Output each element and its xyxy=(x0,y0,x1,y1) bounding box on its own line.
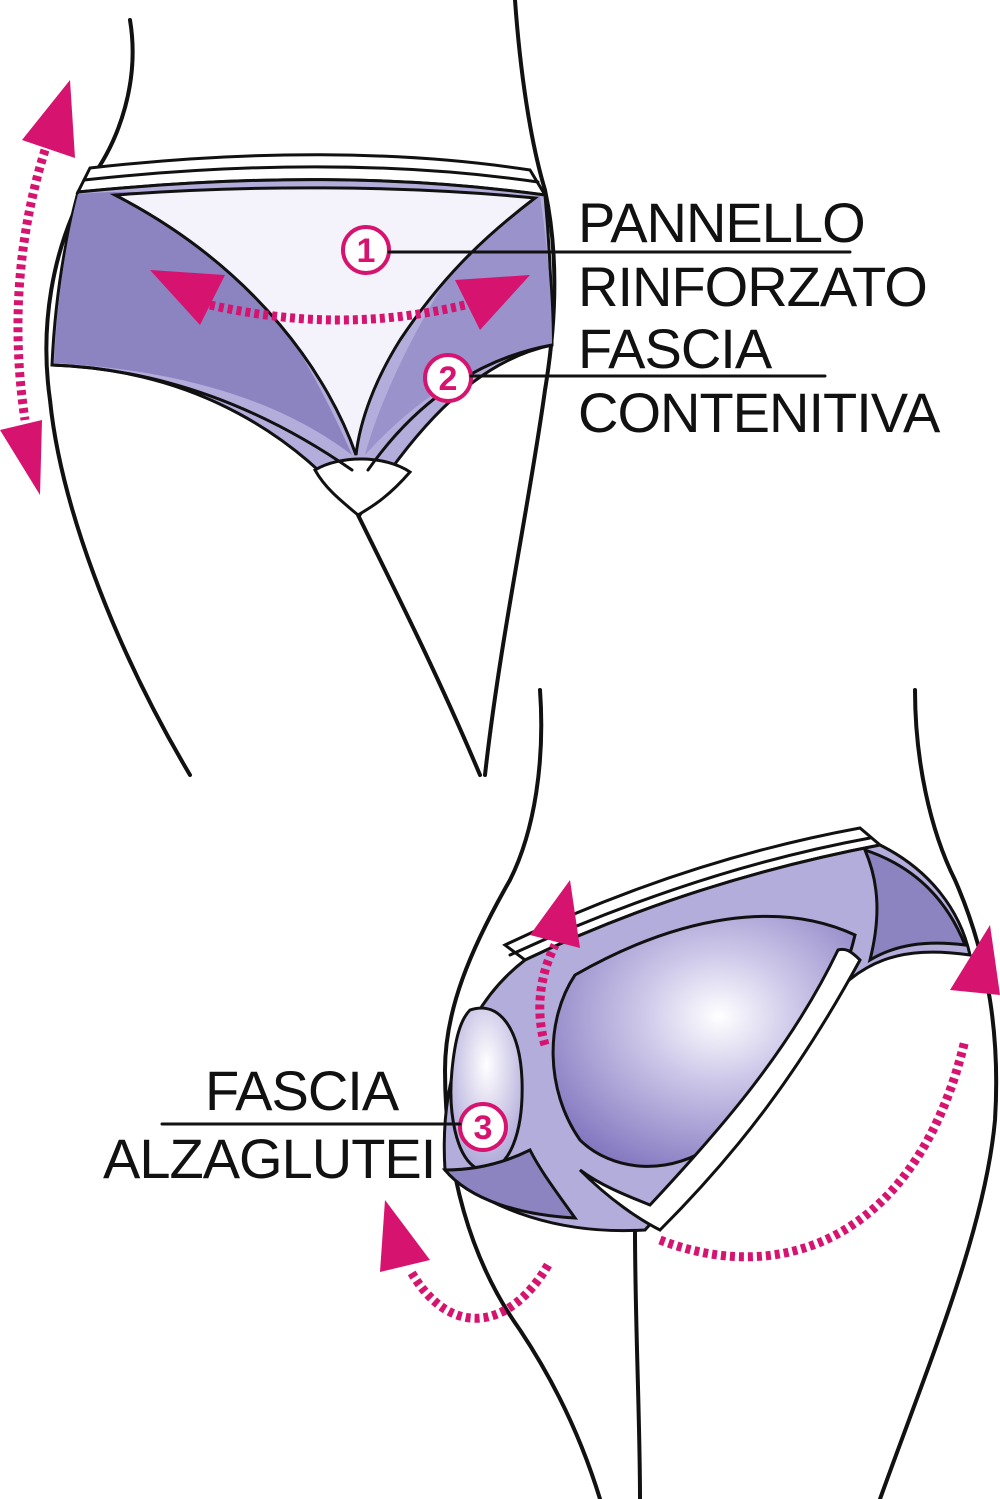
svg-text:1: 1 xyxy=(357,232,376,270)
front-gusset xyxy=(312,457,413,517)
arrow-head-up xyxy=(530,880,580,948)
arrow-head-down xyxy=(0,420,42,495)
front-body-left-outline xyxy=(44,18,192,777)
arrow-head-up xyxy=(380,1200,430,1272)
back-left-lift-arrow xyxy=(530,880,580,1047)
svg-text:3: 3 xyxy=(474,1109,493,1147)
front-side-panel-left xyxy=(54,191,352,456)
back-bottom-lift-arrow xyxy=(380,1200,552,1323)
back-right-panel xyxy=(862,847,968,964)
badge-1: 1 xyxy=(341,225,391,275)
front-waistband-line xyxy=(82,165,540,184)
arrow-head-right xyxy=(455,275,530,330)
front-leg-opening-left xyxy=(50,363,354,472)
svg-text:2: 2 xyxy=(439,360,458,398)
arrow-head-up xyxy=(22,80,75,158)
label-fascia-back: FASCIA xyxy=(205,1059,400,1122)
back-view: 3 FASCIA ALZAGLUTEI xyxy=(103,688,1000,1499)
badge-2: 2 xyxy=(423,353,473,403)
label-pannello: PANNELLO xyxy=(578,191,865,254)
arrow-head-left xyxy=(150,270,225,325)
front-inner-leg-outline xyxy=(356,513,482,777)
back-crease-outline xyxy=(633,1228,642,1499)
badge-3: 3 xyxy=(458,1102,508,1152)
front-stretch-arrow xyxy=(150,270,530,330)
label-alzaglutei: ALZAGLUTEI xyxy=(103,1127,435,1190)
back-body-right-outline xyxy=(878,688,999,1499)
label-contenitiva: CONTENITIVA xyxy=(578,381,941,444)
label-fascia-front: FASCIA xyxy=(578,317,773,380)
front-view: 1 2 PANNELLO RINFORZATO FASCIA CONTENITI… xyxy=(0,0,942,777)
front-side-panel-right xyxy=(365,196,552,455)
back-right-lift-arrow xyxy=(658,925,1000,1262)
back-body-left-outline xyxy=(443,688,602,1499)
label-rinforzato: RINFORZATO xyxy=(578,255,927,318)
front-side-arrow xyxy=(0,80,75,495)
arrow-head-up xyxy=(950,925,1000,995)
front-body-right-outline xyxy=(483,0,557,777)
back-leg-trim xyxy=(578,947,862,1232)
front-center-panel xyxy=(109,186,539,456)
back-lift-band xyxy=(441,1147,579,1220)
